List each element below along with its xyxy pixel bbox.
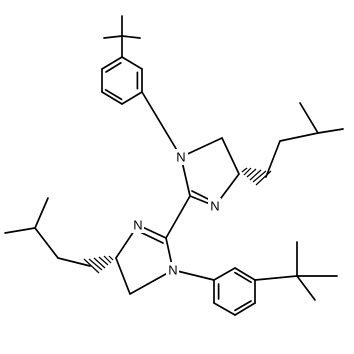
- hash: [246, 168, 257, 178]
- top-tert-butyl-group: [103, 15, 141, 58]
- bond: [234, 302, 256, 316]
- bond: [265, 140, 281, 178]
- bond: [296, 275, 316, 301]
- bond: [101, 56, 123, 70]
- bond-aryl-n1-top: [141, 91, 182, 158]
- top-isobutyl-group: [241, 102, 344, 186]
- aromatic-inner-bond: [104, 88, 123, 101]
- atom-n3-bottom: N: [131, 217, 144, 233]
- top-benzene-ring: [101, 56, 182, 158]
- bond: [213, 267, 236, 281]
- bottom-isobutyl-group: [4, 197, 114, 274]
- bond: [299, 102, 319, 134]
- bond: [34, 197, 49, 229]
- atom-label-n1-top: N: [176, 150, 185, 165]
- hash: [98, 256, 109, 266]
- atom-label-n3-bottom: N: [133, 218, 142, 233]
- bond: [254, 275, 298, 281]
- bond: [121, 35, 141, 39]
- bond: [4, 227, 36, 234]
- aromatic-inner-bond: [105, 62, 122, 73]
- top-hashed-wedge: [241, 167, 272, 186]
- bottom-hashed-wedge: [83, 255, 114, 274]
- bond: [213, 302, 236, 316]
- bond-n1-aryl-bottom: [172, 269, 215, 281]
- hash: [83, 258, 100, 274]
- bond: [121, 56, 143, 70]
- hash: [108, 255, 114, 261]
- bond-c2-c2-link: [165, 195, 191, 239]
- aromatic-inner-bond: [234, 300, 252, 312]
- bond: [317, 128, 344, 134]
- bond: [221, 137, 240, 175]
- atom-label-n1-bottom: N: [168, 263, 177, 278]
- aromatic-inner-bond: [234, 271, 252, 284]
- bond: [234, 267, 256, 281]
- bottom-benzene-ring: [172, 267, 256, 316]
- atom-label-n3-top: N: [210, 199, 219, 214]
- bond: [121, 91, 143, 105]
- bond: [103, 35, 123, 39]
- bond: [57, 257, 91, 267]
- bond: [279, 132, 319, 142]
- atom-n1-top: N: [175, 149, 188, 165]
- bond: [129, 269, 174, 295]
- bottom-imidazoline-ring: [115, 224, 174, 295]
- hash: [249, 169, 262, 181]
- hash: [252, 170, 267, 183]
- hash: [255, 170, 272, 186]
- hash: [88, 258, 103, 271]
- bottom-tert-butyl-group: [254, 241, 338, 301]
- hash: [103, 255, 112, 264]
- bond: [115, 257, 131, 295]
- hash: [93, 257, 106, 269]
- bond: [34, 227, 59, 259]
- atom-n3-top: N: [208, 198, 221, 214]
- hash: [241, 167, 248, 173]
- atom-n1-bottom: N: [166, 262, 179, 278]
- bond: [101, 91, 123, 105]
- hash: [243, 167, 252, 176]
